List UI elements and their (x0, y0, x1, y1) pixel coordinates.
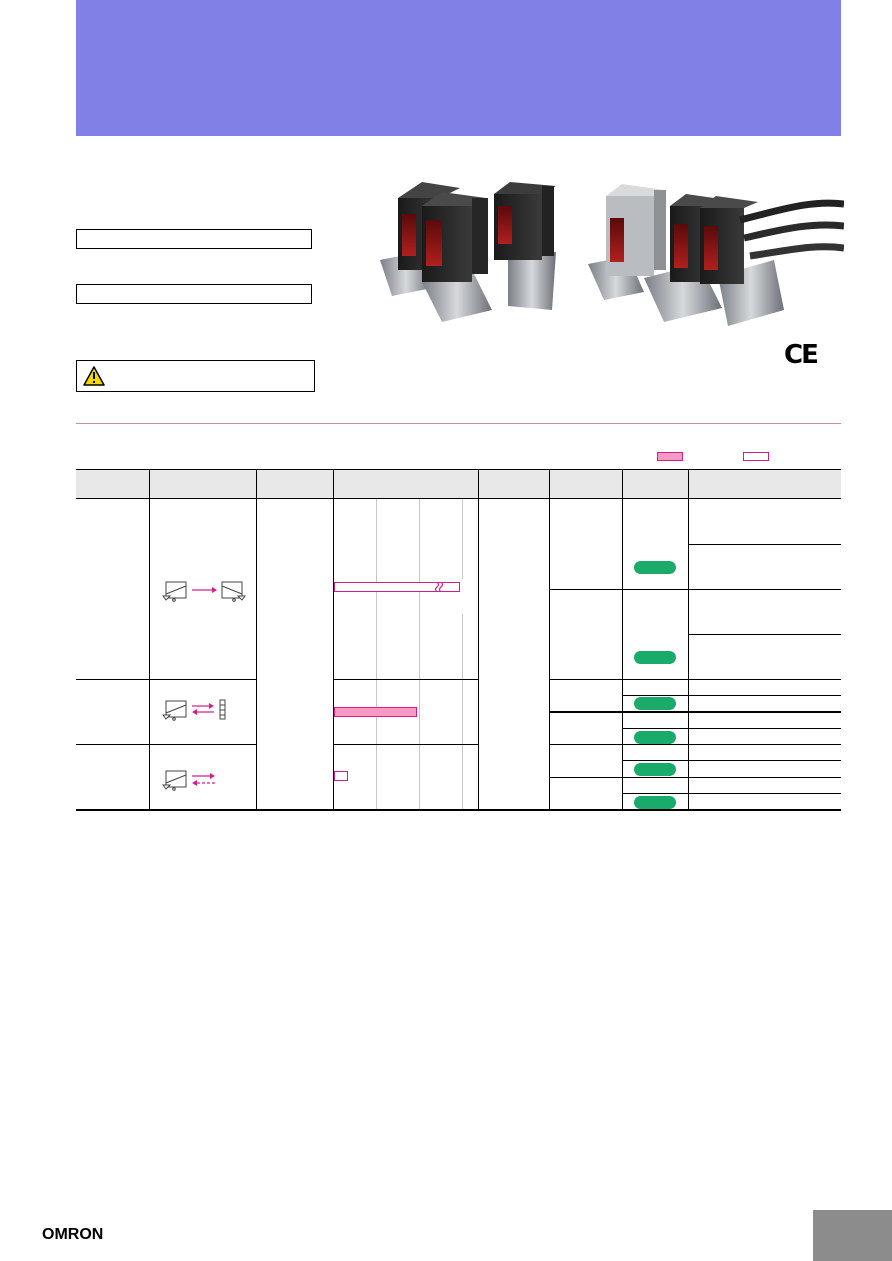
sensor-cable (749, 243, 844, 260)
sensor-lens (426, 220, 442, 266)
range-bar-diffuse (334, 771, 348, 781)
warning-triangle-icon (83, 366, 105, 386)
legend-swatch-filled (657, 452, 683, 461)
feature-box-1 (76, 229, 312, 249)
sensor-cable (739, 199, 844, 224)
through-beam-sensor-icon (162, 581, 246, 602)
legend-swatch-outline (743, 452, 769, 461)
availability-pill (634, 651, 676, 664)
mounting-bracket (422, 270, 492, 322)
section-divider (76, 423, 841, 424)
availability-pill (634, 796, 676, 809)
availability-pill (634, 561, 676, 574)
range-bar-through-beam (334, 582, 460, 592)
header-band (76, 0, 841, 136)
product-photo (380, 182, 844, 326)
sensor-lens (704, 226, 718, 270)
ce-mark: CE (784, 340, 819, 370)
sensor-cable (743, 221, 844, 242)
table-header-row (76, 469, 841, 499)
sensor-lens (610, 218, 624, 262)
feature-box-2 (76, 284, 312, 304)
sensor-lens (674, 224, 688, 268)
omron-logo: OMRON (42, 1226, 104, 1243)
retroreflective-sensor-icon (162, 699, 226, 721)
availability-pill (634, 763, 676, 776)
range-bar-retroreflective (334, 707, 417, 717)
safety-precautions-box (76, 360, 315, 392)
mounting-bracket (508, 252, 556, 310)
diffuse-reflective-sensor-icon (162, 770, 215, 791)
availability-pill (634, 697, 676, 710)
range-break-icon (435, 582, 444, 592)
availability-pill (634, 731, 676, 744)
page-tab (813, 1210, 892, 1261)
sensor-lens (498, 206, 512, 244)
sensor-lens (402, 214, 416, 256)
